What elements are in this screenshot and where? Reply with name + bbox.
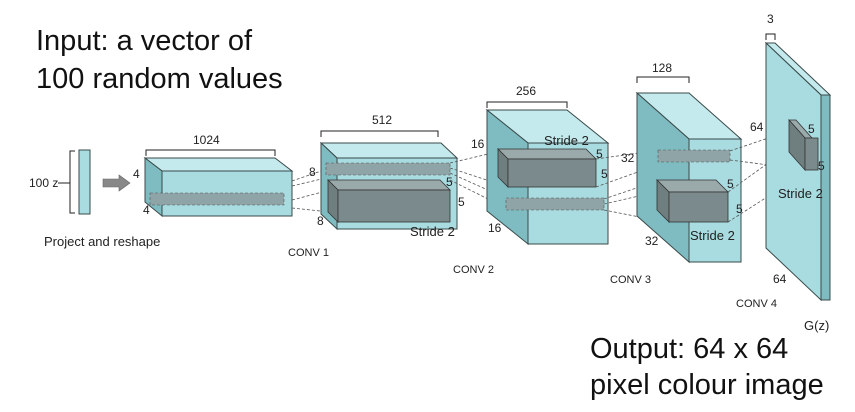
layer3-width-label: 128	[652, 61, 672, 75]
layer4-kernel-label: 5	[808, 122, 815, 136]
layer1-stride-label: Stride 2	[410, 224, 455, 239]
input-caption-line2: 100 random values	[36, 63, 283, 95]
layer1-kernel-block	[337, 189, 451, 223]
layer2-height-label: 16	[471, 137, 485, 151]
layer1-width-label: 512	[372, 113, 392, 127]
layer2-kernel-block	[507, 158, 597, 188]
layer3-kernel-label: 5	[727, 177, 734, 191]
input-caption-line1: Input: a vector of	[36, 25, 253, 57]
layer0-height-label: 4	[133, 167, 140, 181]
layer-256-block: 256 16 16 5 5 Stride 2 CONV 2	[453, 84, 610, 276]
layer0-width-label: 1024	[193, 133, 220, 147]
z-vector-label: 100 z	[29, 176, 58, 190]
project-arrow-icon	[102, 174, 131, 192]
layer4-stride-label: Stride 2	[778, 186, 823, 201]
layer-output-block: 3 64 64 5 5 Stride 2 CONV 4 G(z)	[736, 12, 832, 333]
layer4-height-label: 64	[750, 120, 764, 134]
layer3-height-label: 32	[621, 151, 635, 165]
gz-label: G(z)	[804, 318, 829, 333]
layer4-kernel-b-label: 5	[818, 159, 825, 173]
layer4-kernel-block	[804, 137, 819, 171]
output-caption-line1: Output: 64 x 64	[590, 333, 788, 365]
layer3-kernel-b-label: 5	[736, 202, 743, 216]
layer-128-block: 128 32 32 5 5 Stride 2 CONV 3	[610, 61, 743, 286]
layer3-depth-label: 32	[645, 234, 659, 248]
layer2-lower-slab	[505, 197, 605, 211]
layer2-depth-label: 16	[488, 221, 502, 235]
layer3-width-brace	[636, 76, 690, 83]
layer2-kernel-label: 5	[596, 147, 603, 161]
layer3-stride-label: Stride 2	[690, 228, 735, 243]
layer4-width-label: 3	[767, 12, 774, 26]
output-caption-line2: pixel colour image	[590, 369, 824, 401]
layer-1024-block: 1024 4 4	[133, 133, 294, 218]
conv2-label: CONV 2	[453, 264, 494, 276]
z-vector-bar	[78, 149, 91, 215]
layer1-depth-label: 8	[317, 214, 324, 228]
layer2-kernel-b-label: 5	[601, 167, 608, 181]
conv4-label: CONV 4	[736, 298, 777, 310]
project-reshape-label: Project and reshape	[44, 234, 160, 249]
conv3-label: CONV 3	[610, 274, 651, 286]
layer2-width-brace	[486, 101, 568, 108]
layer2-stride-label: Stride 2	[544, 133, 589, 148]
z-vector-brace	[69, 150, 75, 214]
layer1-kernel-label: 5	[446, 175, 453, 189]
layer4-depth-label: 64	[773, 272, 787, 286]
layer0-projection-slab	[149, 192, 285, 206]
layer1-height-label: 8	[309, 165, 316, 179]
layer-512-block: 512 8 8 5 5 Stride 2 CONV 1	[288, 113, 465, 259]
layer3-upper-slab	[657, 149, 731, 163]
layer4-width-brace	[765, 33, 776, 40]
layer1-upper-slab	[325, 162, 451, 176]
layer0-width-brace	[145, 149, 276, 156]
layer1-width-brace	[320, 130, 439, 137]
conv1-label: CONV 1	[288, 247, 329, 259]
layer0-depth-label: 4	[143, 203, 150, 217]
layer3-kernel-block	[668, 191, 729, 223]
layer1-kernel-b-label: 5	[458, 195, 465, 209]
layer2-width-label: 256	[516, 84, 536, 98]
input-vector-z: 100 z Project and reshape	[29, 149, 160, 249]
